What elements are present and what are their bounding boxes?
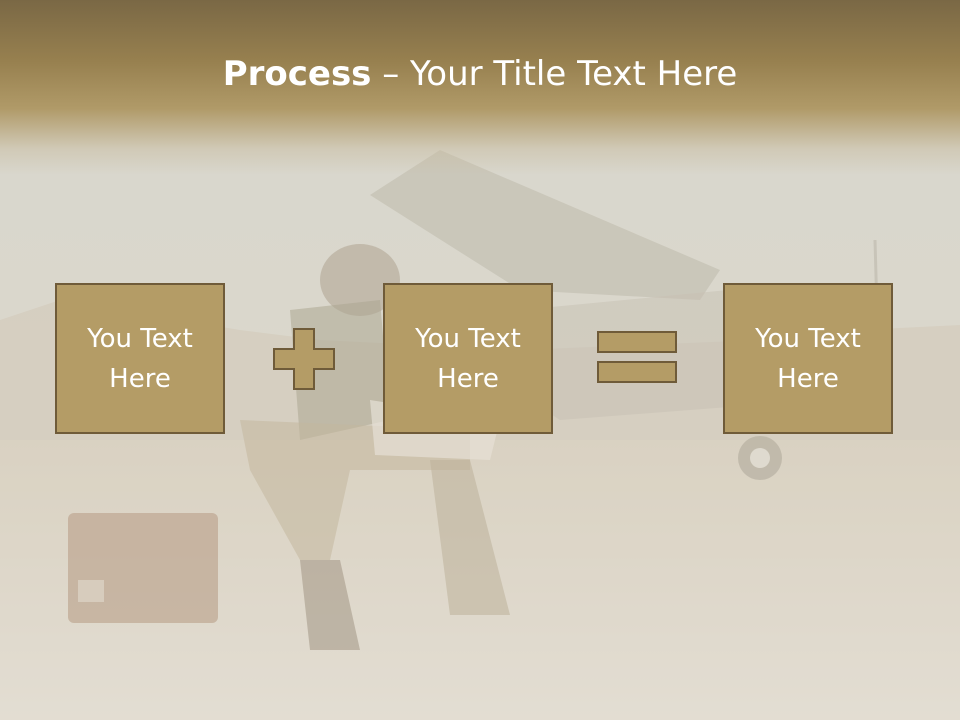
equals-icon [597, 331, 677, 383]
title-bold-part: Process [222, 54, 372, 94]
process-box-2[interactable]: You Text Here [383, 283, 553, 434]
title-band [0, 0, 960, 175]
process-box-2-text: You Text Here [415, 323, 521, 394]
slide-title: Process – Your Title Text Here [0, 52, 960, 96]
process-box-1-text: You Text Here [87, 323, 193, 394]
process-box-1[interactable]: You Text Here [55, 283, 225, 434]
plus-icon [273, 328, 335, 390]
process-box-3[interactable]: You Text Here [723, 283, 893, 434]
title-rest-part: – Your Title Text Here [371, 54, 738, 94]
process-box-3-text: You Text Here [755, 323, 861, 394]
